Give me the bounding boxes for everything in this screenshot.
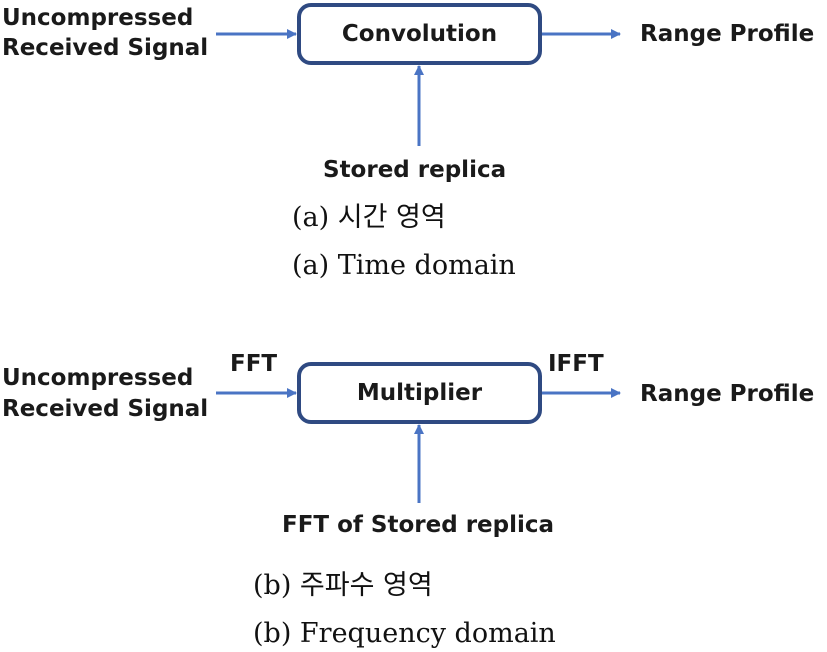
panel-a-caption-korean: (a) 시간 영역 (292, 202, 446, 233)
panel-a-input-line2: Received Signal (2, 35, 209, 61)
panel-b-output-label: Range Profile (640, 381, 815, 407)
panel-a-output-label: Range Profile (640, 21, 815, 47)
panel-a-convolution-block: Convolution (297, 3, 542, 65)
panel-b-reference-label: FFT of Stored replica (282, 512, 555, 538)
panel-b-input-line1: Uncompressed (2, 365, 194, 391)
panel-b-caption-korean: (b) 주파수 영역 (253, 570, 433, 601)
panel-b-caption-english: (b) Frequency domain (253, 618, 556, 649)
panel-a-reference-label: Stored replica (323, 157, 507, 183)
panel-a-input-line1: Uncompressed (2, 5, 194, 31)
panel-b-multiplier-block: Multiplier (297, 362, 542, 424)
panel-b-output-op-label: IFFT (548, 351, 604, 377)
panel-b-input-op-label: FFT (230, 351, 278, 377)
panel-b-input-line2: Received Signal (2, 396, 209, 422)
panel-a-caption-english: (a) Time domain (292, 250, 516, 281)
